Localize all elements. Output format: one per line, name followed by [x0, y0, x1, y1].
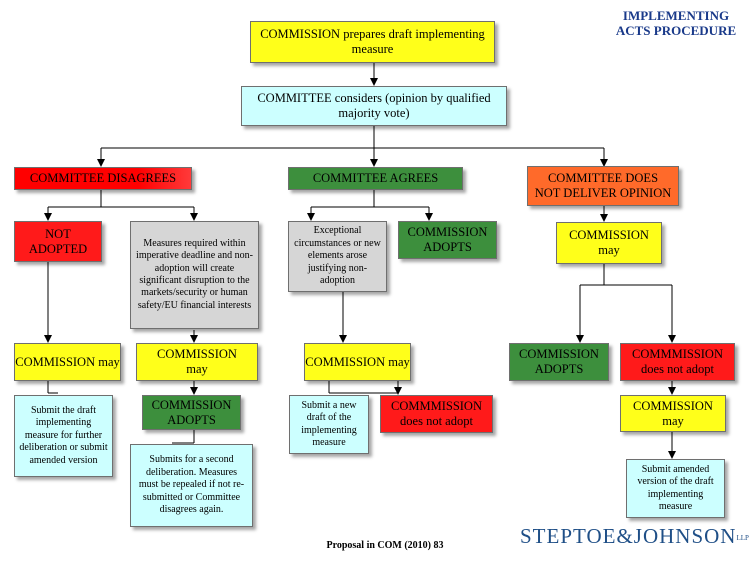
node-not-adopted: NOT ADOPTED — [14, 221, 102, 262]
node-commission-adopts-agree: COMMISSION ADOPTS — [398, 221, 497, 259]
node-submit-amended: Submit amended version of the draft impl… — [626, 459, 725, 518]
node-commission-may-3: COMMISSION may — [304, 343, 411, 381]
node-commission-may-2: COMMISSION may — [136, 343, 258, 381]
node-commission-not-adopt-noopinion: COMMMISSION does not adopt — [620, 343, 735, 381]
node-exceptional: Exceptional circumstances or new element… — [288, 221, 387, 292]
footer-note: Proposal in COM (2010) 83 — [326, 540, 444, 551]
node-committee-considers: COMMITTEE considers (opinion by qualifie… — [241, 86, 507, 126]
firm-logo-suffix: LLP — [736, 534, 749, 543]
firm-logo-name: STEPTOE&JOHNSON — [520, 524, 737, 548]
node-commission-may-1: COMMISSION may — [14, 343, 121, 381]
node-submit-draft: Submit the draft implementing measure fo… — [14, 395, 113, 477]
node-commission-may-4: COMMISSION may — [620, 395, 726, 432]
node-commission-adopts-2: COMMISSION ADOPTS — [142, 395, 241, 430]
node-committee-no-opinion: COMMITTEE DOES NOT DELIVER OPINION — [527, 166, 679, 206]
node-submit-new-draft: Submit a new draft of the implementing m… — [289, 395, 369, 454]
node-commission-prepares: COMMISSION prepares draft implementing m… — [250, 21, 495, 63]
node-measures-required: Measures required within imperative dead… — [130, 221, 259, 329]
firm-logo: STEPTOE&JOHNSONLLP — [520, 524, 749, 549]
node-commission-adopts-noopinion: COMMISSION ADOPTS — [509, 343, 609, 381]
node-commission-may-noopinion: COMMISSION may — [556, 222, 662, 264]
node-committee-agrees: COMMITTEE AGREES — [288, 167, 463, 190]
node-commission-not-adopt-3: COMMMISSION does not adopt — [380, 395, 493, 433]
node-committee-disagrees: COMMITTEE DISAGREES — [14, 167, 192, 190]
node-submits-second: Submits for a second deliberation. Measu… — [130, 444, 253, 527]
page-title: IMPLEMENTING ACTS PROCEDURE — [615, 8, 737, 38]
